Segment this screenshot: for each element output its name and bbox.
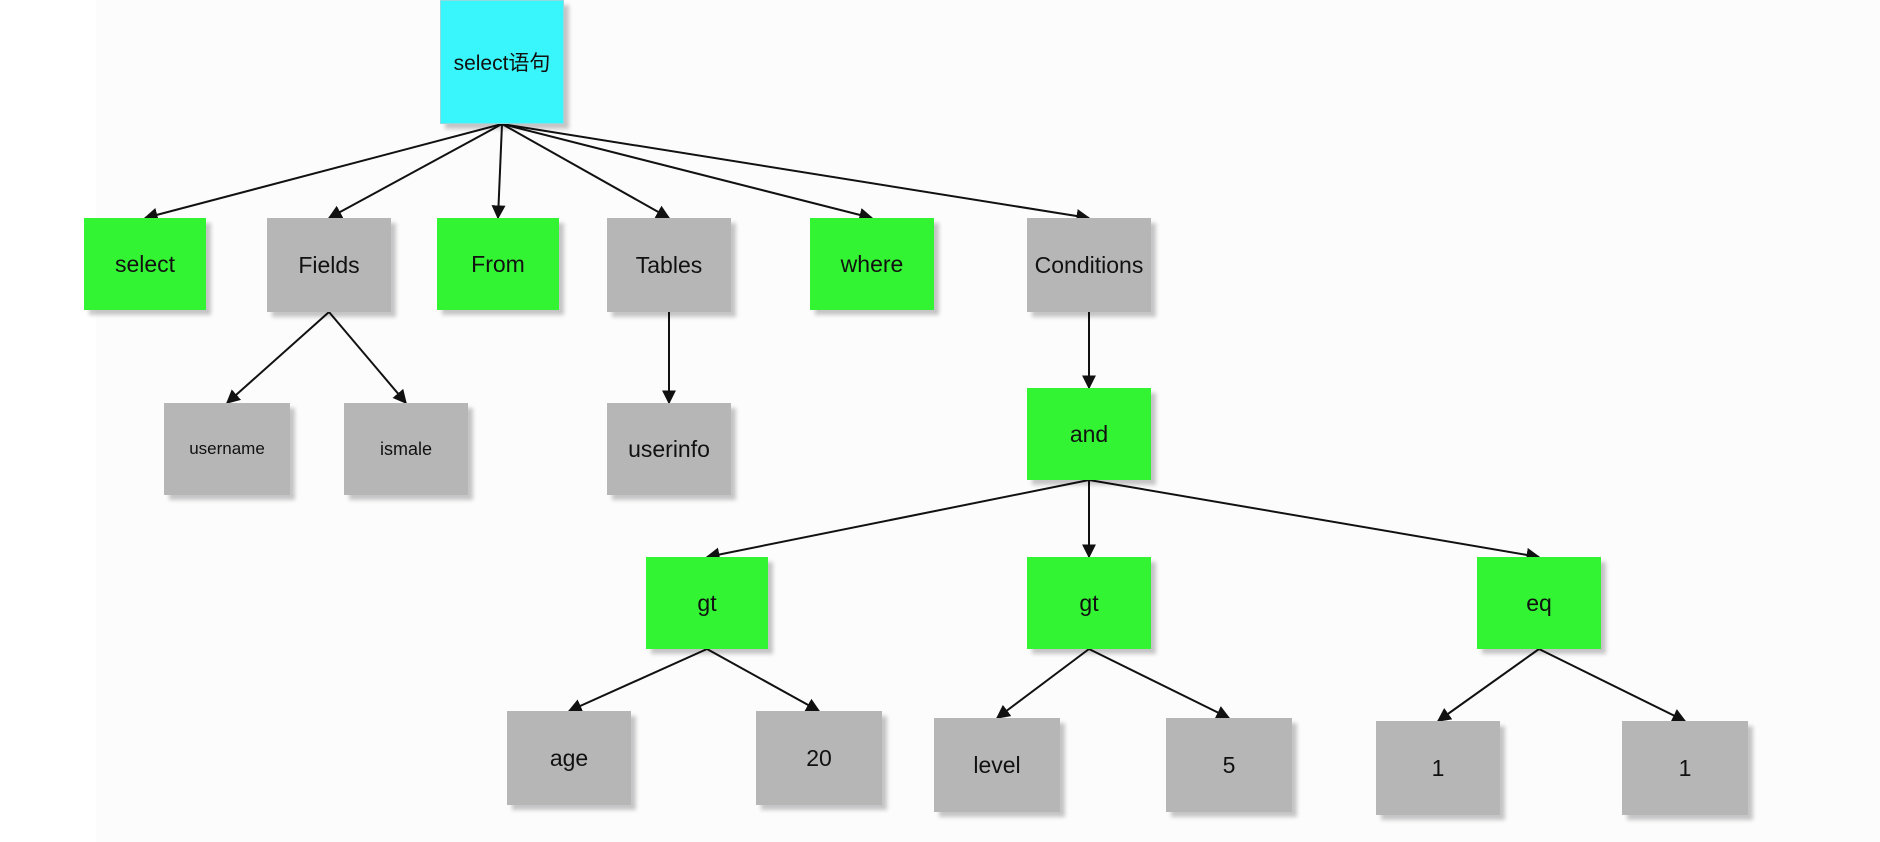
node-label: 1 [1431, 754, 1445, 781]
edge-root-to-from [491, 123, 506, 220]
node-conditions[interactable]: Conditions [1027, 218, 1151, 312]
edge-root-to-fields [327, 123, 503, 219]
edge-eq-to-one_a [1436, 648, 1540, 722]
edge-eq-to-one_b [1538, 648, 1687, 722]
edge-and-to-gt1 [705, 479, 1090, 562]
node-select[interactable]: select [84, 218, 206, 310]
node-label: and [1069, 420, 1109, 447]
node-label: 1 [1678, 754, 1692, 781]
node-level[interactable]: level [934, 718, 1060, 812]
edge-and-to-eq [1088, 479, 1541, 562]
root-node-select-statement[interactable]: select语句 [440, 0, 564, 124]
node-value-20[interactable]: 20 [756, 711, 882, 805]
node-label: username [189, 439, 265, 458]
node-label: select语句 [453, 52, 551, 75]
node-label: From [471, 250, 525, 277]
edge-gt2-to-v5 [1088, 648, 1231, 719]
node-eq[interactable]: eq [1477, 557, 1601, 649]
node-label: Conditions [1034, 251, 1144, 278]
node-label: 5 [1222, 751, 1236, 778]
node-and[interactable]: and [1027, 388, 1151, 480]
node-userinfo[interactable]: userinfo [607, 403, 731, 495]
edge-fields-to-ismale [328, 311, 407, 405]
edge-gt1-to-age [567, 648, 708, 713]
node-label: userinfo [628, 435, 710, 462]
node-gt-age[interactable]: gt [646, 557, 768, 649]
node-label: ismale [379, 438, 432, 459]
edge-root-to-where [501, 123, 874, 222]
node-label: Fields [298, 251, 360, 278]
node-label: Tables [635, 251, 703, 278]
edge-root-to-select [143, 123, 503, 222]
node-label: level [973, 751, 1021, 778]
node-label: age [549, 744, 589, 771]
edge-root-to-conditions [501, 123, 1091, 223]
node-age[interactable]: age [507, 711, 631, 805]
node-label: where [840, 250, 904, 277]
node-value-1-right[interactable]: 1 [1622, 721, 1748, 815]
node-where[interactable]: where [810, 218, 934, 310]
node-username[interactable]: username [164, 403, 290, 495]
edge-root-to-tables [501, 123, 671, 219]
node-fields[interactable]: Fields [267, 218, 391, 312]
node-ismale[interactable]: ismale [344, 403, 468, 495]
node-label: eq [1526, 589, 1552, 616]
edge-fields-to-username [225, 311, 330, 404]
node-from[interactable]: From [437, 218, 559, 310]
node-label: 20 [806, 744, 832, 771]
node-label: select [114, 250, 176, 277]
node-tables[interactable]: Tables [607, 218, 731, 312]
edge-gt1-to-v20 [706, 648, 821, 712]
edge-gt2-to-level [995, 648, 1090, 719]
node-gt-level[interactable]: gt [1027, 557, 1151, 649]
node-label: gt [1079, 589, 1099, 616]
node-value-5[interactable]: 5 [1166, 718, 1292, 812]
node-label: gt [697, 589, 717, 616]
node-value-1-left[interactable]: 1 [1376, 721, 1500, 815]
